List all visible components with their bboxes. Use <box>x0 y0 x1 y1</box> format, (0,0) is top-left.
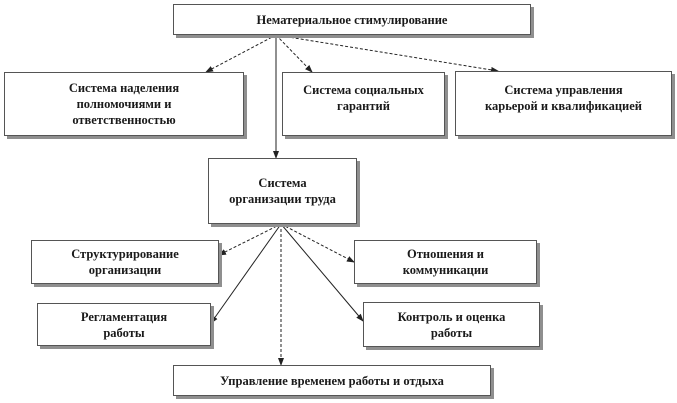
node-center-label: Система организации труда <box>229 176 336 206</box>
node-career-label: Система управления карьерой и квалификац… <box>484 83 643 113</box>
node-authority-label: Система наделения полномочиями и ответст… <box>68 81 180 127</box>
node-career: Система управления карьерой и квалификац… <box>455 71 672 136</box>
node-regulation-label: Регламентация работы <box>80 309 168 340</box>
edge-center-regulation <box>210 223 282 324</box>
node-social-label: Система социальных гарантий <box>303 83 424 113</box>
edge-root-authority <box>205 34 277 73</box>
edge-center-control <box>280 223 364 322</box>
node-root: Нематериальное стимулирование <box>173 4 531 35</box>
node-structuring-label: Структурирование организации <box>71 247 179 277</box>
node-control: Контроль и оценка работы <box>363 302 540 347</box>
edge-root-career <box>275 34 499 73</box>
node-root-label: Нематериальное стимулирование <box>256 12 448 27</box>
node-control-label: Контроль и оценка работы <box>397 309 506 340</box>
node-regulation: Регламентация работы <box>37 303 211 346</box>
node-relations: Отношения и коммуникации <box>354 240 537 284</box>
node-social: Система социальных гарантий <box>282 72 445 136</box>
edge-center-relations <box>280 223 355 263</box>
node-relations-label: Отношения и коммуникации <box>402 247 489 277</box>
node-time-label: Управление временем работы и отдыха <box>220 373 444 388</box>
node-time: Управление временем работы и отдыха <box>173 365 491 396</box>
edge-root-social <box>275 34 313 73</box>
node-authority: Система наделения полномочиями и ответст… <box>4 72 244 136</box>
edge-center-structuring <box>218 223 282 256</box>
node-structuring: Структурирование организации <box>31 240 219 284</box>
node-center: Система организации труда <box>208 158 357 224</box>
